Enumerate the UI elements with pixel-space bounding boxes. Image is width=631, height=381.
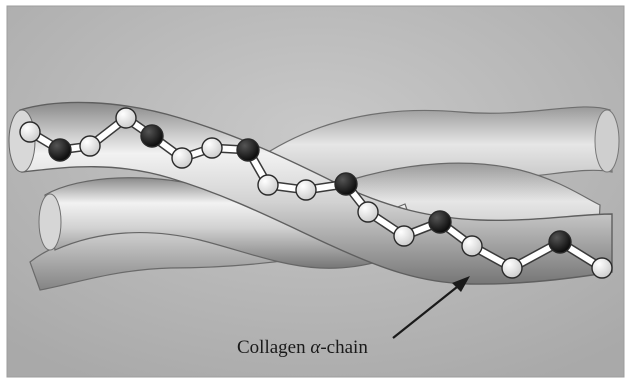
chain-atom-light: [358, 202, 378, 222]
chain-atom-light: [202, 138, 222, 158]
chain-atom-light: [462, 236, 482, 256]
chain-atom-light: [592, 258, 612, 278]
chain-atom-light: [502, 258, 522, 278]
chain-atom-dark: [335, 173, 357, 195]
chain-atom-dark: [141, 125, 163, 147]
chain-atom-dark: [49, 139, 71, 161]
label-alpha-symbol: α: [310, 337, 320, 358]
chain-atom-dark: [429, 211, 451, 233]
label-prefix: Collagen: [237, 337, 310, 358]
chain-atom-dark: [549, 231, 571, 253]
chain-atom-light: [20, 122, 40, 142]
chain-atom-light: [80, 136, 100, 156]
chain-atom-light: [258, 175, 278, 195]
chain-atom-light: [116, 108, 136, 128]
chain-atom-light: [394, 226, 414, 246]
chain-atom-dark: [237, 139, 259, 161]
chain-atom-light: [296, 180, 316, 200]
collagen-alpha-chain-label: Collagen α-chain: [237, 337, 368, 359]
chain-atom-light: [172, 148, 192, 168]
label-suffix: -chain: [320, 337, 367, 358]
